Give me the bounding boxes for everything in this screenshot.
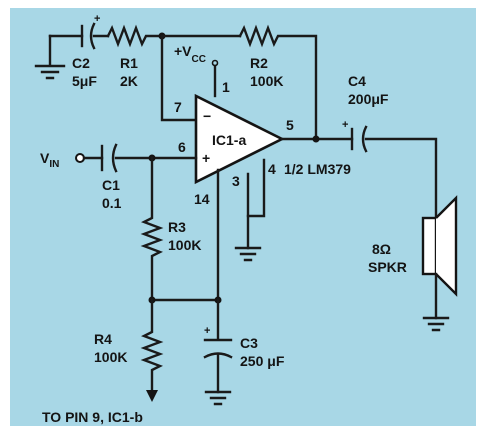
- capacitor-c1: [100, 143, 198, 173]
- resistor-r3: [140, 156, 164, 302]
- vcc-subscript: CC: [192, 54, 206, 65]
- r2-value: 100K: [250, 73, 283, 89]
- vin-subscript: IN: [49, 159, 59, 170]
- capacitor-c3: +: [203, 298, 233, 394]
- ground-c2: [34, 34, 66, 80]
- wire-pin4: [246, 158, 266, 218]
- wire-to-pin7: [160, 34, 198, 122]
- noninverting-sign: +: [202, 150, 210, 166]
- c3-polarity-plus: +: [204, 325, 210, 337]
- r4-name: R4: [94, 331, 112, 347]
- r1-value: 2K: [120, 73, 138, 89]
- inverting-sign: −: [203, 108, 211, 124]
- c3-name: C3: [240, 335, 258, 351]
- vin-label: VIN: [40, 150, 59, 170]
- ic-label: IC1-a: [212, 132, 246, 148]
- c4-value: 200μF: [348, 91, 389, 107]
- r1-name: R1: [120, 55, 138, 71]
- ground-speaker: [422, 316, 450, 332]
- ic-part-number: 1/2 LM379: [284, 161, 351, 177]
- c2-polarity-plus: +: [94, 13, 100, 25]
- capacitor-c4: +: [342, 119, 438, 220]
- resistor-r1: [106, 24, 164, 48]
- vcc-terminal: [211, 59, 219, 67]
- diagram-background: [10, 8, 476, 426]
- c3-value: 250 μF: [240, 353, 285, 369]
- c4-name: C4: [348, 73, 366, 89]
- vin-prefix: V: [40, 150, 50, 166]
- pin-5: 5: [286, 117, 294, 133]
- c1-value: 0.1: [102, 195, 122, 211]
- vcc-label: +VCC: [174, 43, 206, 65]
- pin-4: 4: [268, 161, 276, 177]
- junction-output: [312, 135, 320, 143]
- speaker-value: 8Ω: [372, 241, 391, 257]
- pin-1: 1: [222, 79, 230, 95]
- pin-6: 6: [178, 139, 186, 155]
- ground-pin3: [234, 246, 262, 262]
- pin-14: 14: [194, 191, 210, 207]
- c4-polarity-plus: +: [342, 119, 348, 131]
- vcc-prefix: +V: [174, 43, 192, 59]
- arrow-to-pin9: [146, 390, 158, 402]
- speaker-icon: [421, 195, 458, 297]
- r4-value: 100K: [94, 349, 127, 365]
- r3-name: R3: [168, 219, 186, 235]
- capacitor-c2: +: [80, 13, 110, 50]
- c2-name: C2: [72, 55, 90, 71]
- speaker-name: SPKR: [368, 259, 407, 275]
- pin-7: 7: [174, 99, 182, 115]
- resistor-r4: [140, 298, 164, 394]
- pin-3: 3: [232, 173, 240, 189]
- op-amp-ic1a: [194, 93, 285, 185]
- resistor-r2: [238, 24, 318, 138]
- r2-name: R2: [250, 55, 268, 71]
- c2-value: 5μF: [72, 73, 97, 89]
- c1-name: C1: [102, 177, 120, 193]
- r3-value: 100K: [168, 237, 201, 253]
- ground-c3: [204, 390, 232, 406]
- to-pin-label: TO PIN 9, IC1-b: [42, 409, 143, 425]
